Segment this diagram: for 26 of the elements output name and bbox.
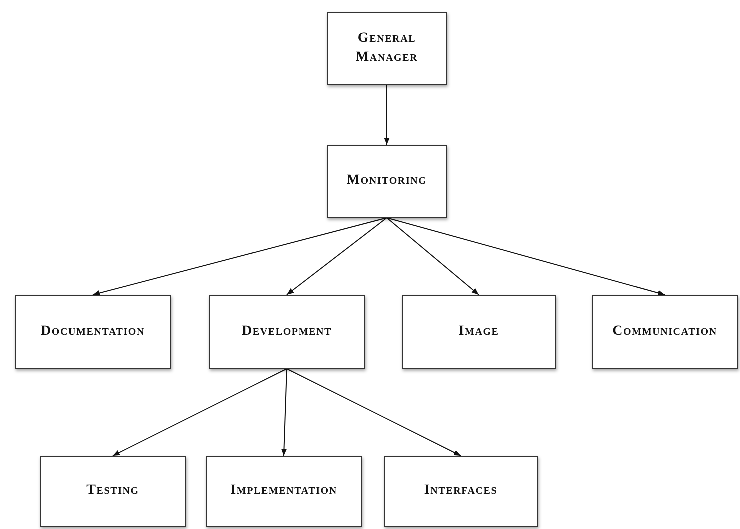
org-box	[209, 295, 365, 369]
arrow	[112, 368, 288, 456]
org-box	[402, 295, 556, 369]
org-box	[384, 456, 538, 527]
role-label: Development	[242, 322, 332, 341]
org-box	[206, 456, 362, 527]
org-box	[15, 295, 171, 369]
role-label: Monitoring	[346, 172, 428, 190]
arrow	[281, 368, 288, 456]
role-label: Testing	[86, 482, 140, 500]
role-label: Interfaces	[424, 482, 498, 500]
role-label: Documentation	[40, 322, 146, 341]
org-box	[40, 456, 186, 527]
role-label: Communication	[612, 322, 718, 341]
arrow	[386, 218, 666, 296]
role-label: Implementation	[230, 482, 338, 500]
arrow	[286, 218, 388, 296]
role-label: General Manager	[354, 30, 420, 66]
arrow	[92, 218, 388, 296]
org-box	[327, 12, 447, 85]
arrow	[386, 218, 480, 296]
arrow	[384, 84, 390, 146]
arrow	[286, 368, 462, 456]
org-box	[592, 295, 738, 369]
org-box	[327, 145, 447, 218]
role-label: Image	[458, 322, 500, 341]
